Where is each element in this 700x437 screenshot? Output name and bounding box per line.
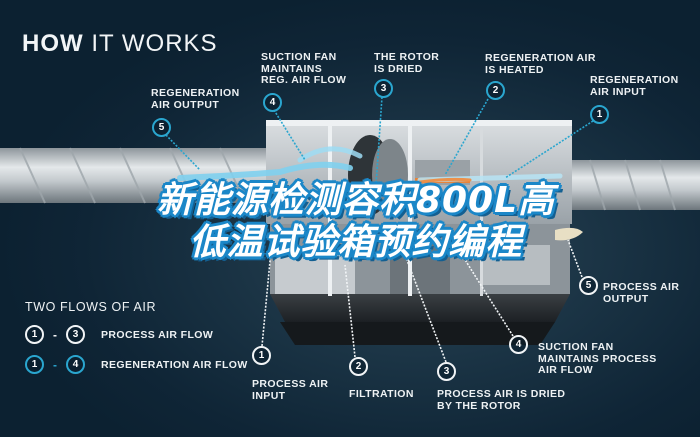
legend-regeneration-to-badge: 4 [66, 355, 85, 374]
legend-regeneration-from-badge: 1 [25, 355, 44, 374]
callout-process-air-output: PROCESS AIR OUTPUT [603, 281, 680, 305]
callout-suction-fan-process: SUCTION FAN MAINTAINS PROCESS AIR FLOW [538, 341, 657, 376]
process-step-2-badge: 2 [349, 357, 368, 376]
callout-rotor-dried: THE ROTOR IS DRIED [374, 51, 440, 75]
callout-process-air-dried: PROCESS AIR IS DRIED BY THE ROTOR [437, 388, 566, 412]
process-step-4-badge: 4 [509, 335, 528, 354]
regeneration-step-1-badge: 1 [590, 105, 609, 124]
legend-dash: - [53, 327, 57, 342]
process-leader-lines [261, 239, 583, 363]
legend-process-to-badge: 3 [66, 325, 85, 344]
callout-regeneration-air-input: REGENERATION AIR INPUT [590, 74, 679, 98]
title-rest: IT WORKS [83, 30, 218, 57]
process-step-3-badge: 3 [437, 362, 456, 381]
legend-process-label: PROCESS AIR FLOW [101, 328, 214, 341]
process-step-1-badge: 1 [252, 346, 271, 365]
headline-line-2: 低温试验箱预约编程 [189, 222, 523, 263]
headline-overlay: 新能源检测容积800L高 低温试验箱预约编程 [96, 180, 616, 264]
legend-dash: - [53, 357, 57, 372]
legend-row-process: 1 - 3 PROCESS AIR FLOW [25, 325, 213, 344]
callout-regeneration-heated: REGENERATION AIR IS HEATED [485, 52, 596, 76]
regeneration-leader-lines [165, 96, 594, 201]
headline-line-1: 新能源检测容积800L高 [156, 180, 556, 221]
legend-row-regeneration: 1 - 4 REGENERATION AIR FLOW [25, 355, 248, 374]
regeneration-step-2-badge: 2 [486, 81, 505, 100]
legend-process-from-badge: 1 [25, 325, 44, 344]
legend-title: TWO FLOWS OF AIR [25, 300, 157, 314]
page-title: HOW IT WORKS [22, 30, 218, 58]
title-bold: HOW [22, 30, 84, 57]
callout-filtration: FILTRATION [349, 388, 414, 400]
legend-regeneration-label: REGENERATION AIR FLOW [101, 358, 248, 371]
regeneration-step-4-badge: 4 [263, 93, 282, 112]
regeneration-step-3-badge: 3 [374, 79, 393, 98]
callout-process-air-input: PROCESS AIR INPUT [252, 378, 329, 402]
callout-suction-fan-reg: SUCTION FAN MAINTAINS REG. AIR FLOW [261, 51, 347, 86]
regeneration-step-5-badge: 5 [152, 118, 171, 137]
regeneration-airflow [177, 146, 563, 184]
callout-regeneration-air-output: REGENERATION AIR OUTPUT [151, 87, 240, 111]
right-duct [565, 159, 700, 211]
process-step-5-badge: 5 [579, 276, 598, 295]
